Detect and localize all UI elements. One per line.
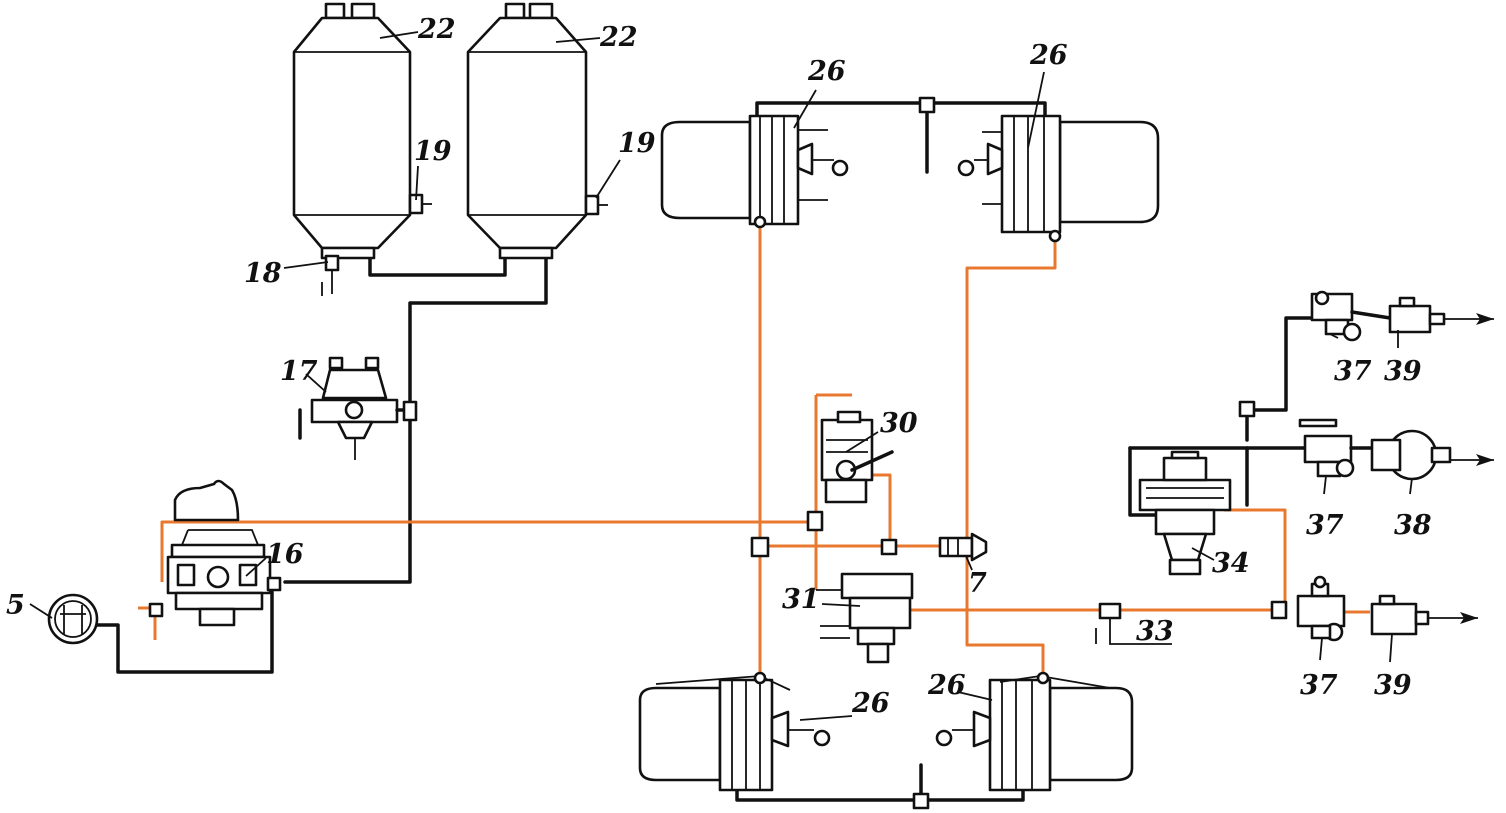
label-38: 38 <box>1394 510 1432 541</box>
label-19-right: 19 <box>618 128 656 159</box>
label-39-top: 39 <box>1384 356 1422 387</box>
valve-37-top <box>1310 290 1392 342</box>
label-26-rear-left: 26 <box>851 688 890 719</box>
air-tank-22-right <box>466 2 608 260</box>
compressor-5 <box>47 593 99 645</box>
control-lines <box>138 222 1370 690</box>
brake-chamber-26-rear-right <box>935 671 1134 792</box>
label-26-rear-right: 26 <box>927 670 966 701</box>
label-31: 31 <box>782 584 820 615</box>
brake-chamber-26-front-left <box>660 114 849 229</box>
label-30: 30 <box>880 408 918 439</box>
valve-34 <box>1138 450 1232 576</box>
coupling-head-38 <box>1370 429 1452 481</box>
label-17: 17 <box>280 356 318 387</box>
valve-31 <box>816 572 914 664</box>
label-19-left: 19 <box>414 136 452 167</box>
valve-37-bottom <box>1296 575 1346 642</box>
valve-30 <box>816 393 894 504</box>
brake-chamber-26-rear-left <box>638 671 831 792</box>
label-22-left: 22 <box>417 14 456 45</box>
label-18: 18 <box>244 258 282 289</box>
valve-37-middle <box>1298 418 1374 478</box>
label-16: 16 <box>266 539 304 570</box>
coupling-head-39-bottom <box>1370 594 1430 636</box>
valve-17 <box>310 356 418 460</box>
air-tank-22-left <box>292 2 432 260</box>
tee-fittings <box>148 96 1288 810</box>
drain-valve-18 <box>321 254 340 296</box>
label-39-bottom: 39 <box>1374 670 1412 701</box>
label-33: 33 <box>1136 616 1174 647</box>
label-37-bottom: 37 <box>1300 670 1338 701</box>
valve-7 <box>938 532 988 562</box>
supply-lines <box>95 101 1314 802</box>
coupling-head-39-top <box>1388 296 1446 334</box>
label-37-middle: 37 <box>1306 510 1344 541</box>
output-arrows <box>1428 313 1494 624</box>
label-26-front-left: 26 <box>807 56 846 87</box>
label-7: 7 <box>968 568 987 599</box>
label-22-right: 22 <box>599 22 638 53</box>
brake-valve-16 <box>166 479 272 627</box>
drain-33 <box>1095 602 1172 645</box>
leader-lines <box>29 31 1413 721</box>
label-37-top: 37 <box>1334 356 1372 387</box>
label-26-front-right: 26 <box>1029 40 1068 71</box>
part-labels: 5 16 17 18 19 19 22 22 26 26 26 26 30 31… <box>6 14 1432 719</box>
label-5: 5 <box>6 590 25 621</box>
label-34: 34 <box>1212 548 1250 579</box>
brake-chamber-26-front-right <box>957 114 1160 243</box>
